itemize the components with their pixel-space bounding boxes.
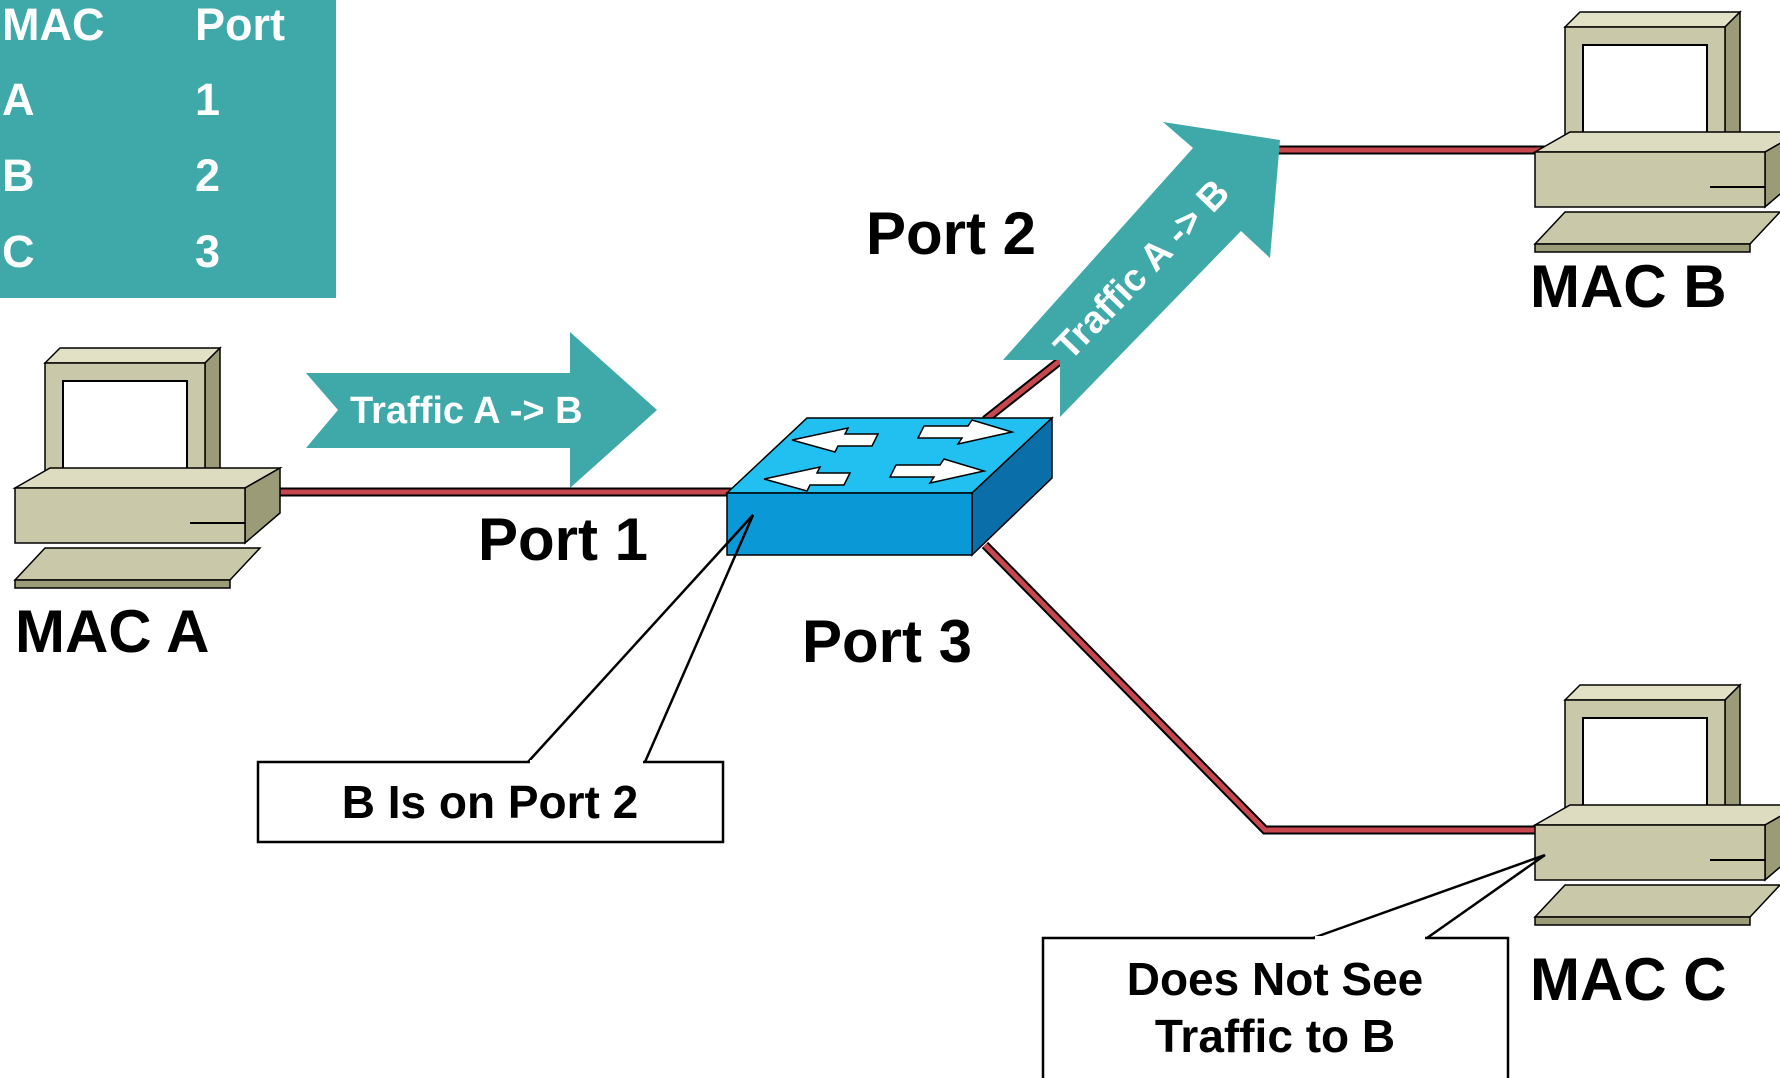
port-2-label: Port 2	[866, 200, 1036, 267]
links	[270, 145, 1545, 835]
table-cell-port: 3	[195, 226, 220, 277]
callout-text-line2: Traffic to B	[1155, 1010, 1395, 1062]
callout-text: B Is on Port 2	[342, 776, 638, 828]
traffic-arrow-to-switch: Traffic A -> B	[306, 332, 657, 488]
table-cell-port: 1	[195, 74, 220, 125]
link-port3	[981, 541, 1545, 835]
host-c-label: MAC C	[1530, 946, 1727, 1013]
computer-c-icon	[1534, 684, 1780, 926]
table-cell-port: 2	[195, 150, 220, 201]
callout-host-c-note: Does Not See Traffic to B	[1041, 853, 1546, 1078]
traffic-label: Traffic A -> B	[350, 390, 583, 432]
table-cell-mac: C	[2, 226, 35, 277]
mac-address-table: MAC Port A 1 B 2 C 3	[0, 0, 336, 298]
traffic-label: Traffic A -> B	[1046, 172, 1238, 369]
switch-icon	[725, 416, 1054, 557]
callout-text-line1: Does Not See	[1127, 953, 1424, 1005]
port-3-label: Port 3	[802, 608, 972, 675]
table-header-port: Port	[195, 0, 285, 50]
port-1-label: Port 1	[478, 506, 648, 573]
host-a-label: MAC A	[15, 598, 209, 665]
table-cell-mac: B	[2, 150, 35, 201]
callout-switch-note: B Is on Port 2	[256, 514, 755, 844]
computer-a-icon	[14, 347, 281, 589]
table-header-mac: MAC	[2, 0, 104, 50]
host-b-label: MAC B	[1530, 253, 1727, 320]
table-cell-mac: A	[2, 74, 35, 125]
computer-b-icon	[1534, 11, 1780, 253]
